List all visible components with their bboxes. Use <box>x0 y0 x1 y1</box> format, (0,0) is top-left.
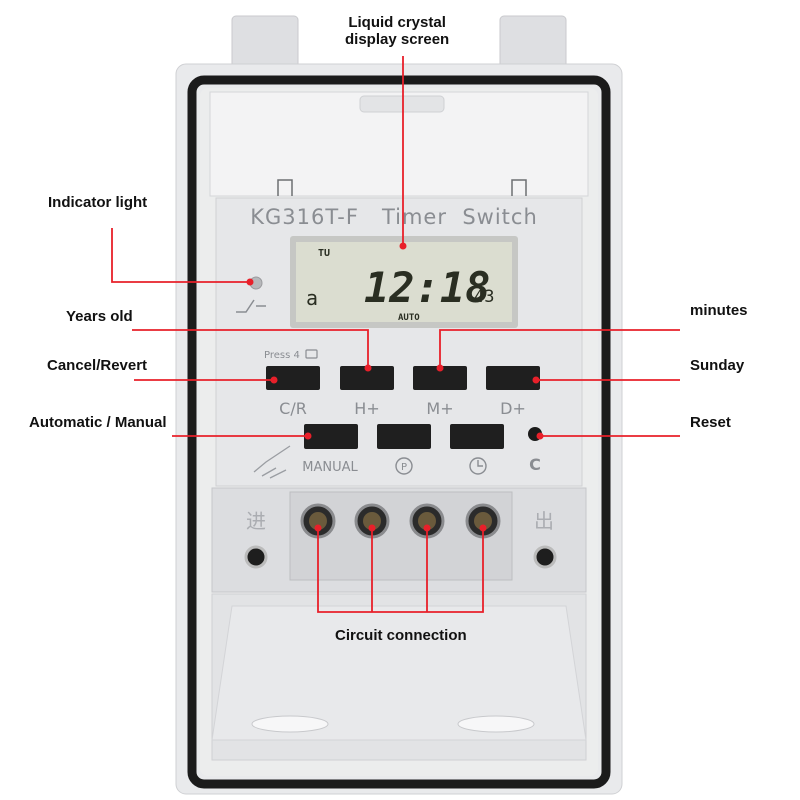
lcd-time: 12:18 <box>364 263 490 312</box>
callout-minutes: minutes <box>690 302 748 319</box>
callout-lcd-line2: display screen <box>345 31 450 49</box>
callout-reset: Reset <box>690 414 731 431</box>
label-reset: C <box>529 455 541 474</box>
leader-years-old <box>132 329 369 368</box>
callout-indicator: Indicator light <box>48 194 148 211</box>
lcd-mode: AUTO <box>398 313 420 323</box>
button-d-plus[interactable] <box>486 366 540 390</box>
terminal-in-label: 进 <box>246 509 266 533</box>
lcd-screen <box>296 242 512 322</box>
mount-hole-left <box>244 545 268 569</box>
callout-cancel-revert: Cancel/Revert <box>47 357 148 374</box>
leader-lines <box>111 56 680 613</box>
button-cr[interactable] <box>266 366 320 390</box>
program-icon <box>395 457 413 475</box>
cable-hole-right <box>457 715 535 733</box>
gasket-frame <box>187 75 611 789</box>
terminal-screws <box>300 503 501 539</box>
button-h-plus[interactable] <box>340 366 394 390</box>
callout-lcd-line1: Liquid crystal <box>348 14 446 31</box>
leader-minutes <box>439 329 680 368</box>
leader-dots <box>246 242 544 532</box>
callout-lcd: Liquid crystal display screen <box>345 14 449 49</box>
hand-icon <box>253 445 291 479</box>
terminal-out-label: 出 <box>534 509 554 533</box>
press-hint: Press 4 <box>264 350 300 361</box>
model-title: KG316T-F Timer Switch <box>250 205 538 229</box>
lcd-left-char: a <box>306 286 318 310</box>
button-manual[interactable] <box>304 424 358 449</box>
callout-auto-manual: Automatic / Manual <box>29 414 167 431</box>
button-clock[interactable] <box>450 424 504 449</box>
cable-hole-left <box>251 715 329 733</box>
label-manual: MANUAL <box>302 460 358 475</box>
leader-circuit <box>317 528 484 613</box>
label-m-plus: M+ <box>426 399 453 418</box>
label-h-plus: H+ <box>354 399 379 418</box>
label-d-plus: D+ <box>500 399 526 418</box>
button-program[interactable] <box>377 424 431 449</box>
label-cr: C/R <box>279 399 307 418</box>
button-m-plus[interactable] <box>413 366 467 390</box>
svg-text:P: P <box>401 462 407 473</box>
lcd-day: TU <box>318 248 330 259</box>
callout-years-old: Years old <box>66 308 133 325</box>
callout-circuit: Circuit connection <box>335 627 467 644</box>
callout-sunday: Sunday <box>690 357 745 374</box>
lcd-seconds: 43 <box>474 287 494 307</box>
clock-icon <box>469 457 487 475</box>
lock-icon <box>305 349 318 359</box>
leader-indicator <box>111 228 250 283</box>
mount-hole-right <box>533 545 557 569</box>
